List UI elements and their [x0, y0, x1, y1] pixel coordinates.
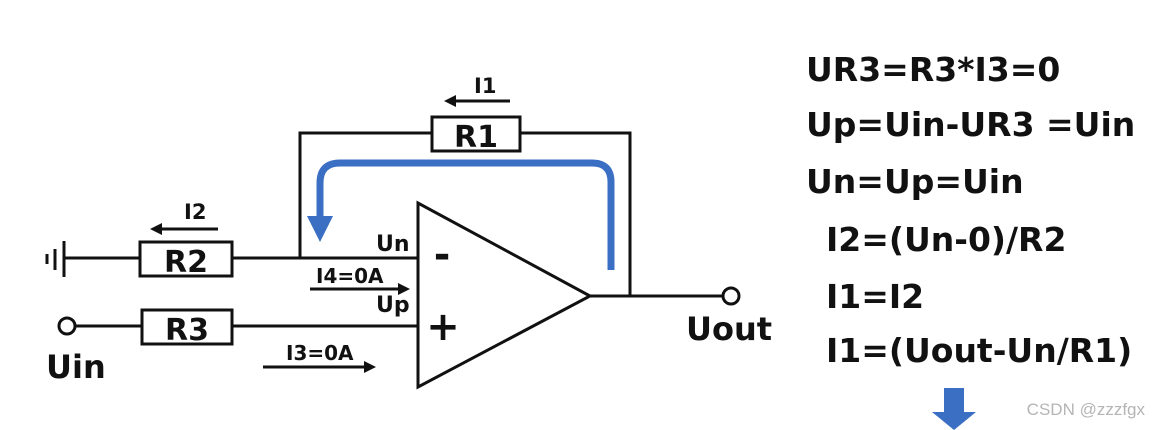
i4-arrowhead — [398, 283, 410, 295]
resistor-r3 — [140, 308, 234, 346]
equation-1: UR3=R3*I3=0 — [806, 50, 1061, 89]
equation-5: I1=I2 — [826, 277, 925, 316]
opamp-plus-sign: + — [426, 304, 460, 350]
down-arrow-icon — [932, 388, 976, 430]
ground-icon — [45, 241, 66, 277]
i1-label: I1 — [474, 74, 496, 98]
resistor-r3-label: R3 — [165, 313, 209, 348]
uout-label: Uout — [686, 310, 772, 348]
opamp-triangle — [416, 200, 594, 390]
up-label: Up — [376, 293, 410, 318]
i2-arrowhead — [150, 223, 162, 235]
uin-label: Uin — [46, 348, 106, 386]
opamp-minus-sign: - — [434, 232, 451, 278]
feedback-arrow-icon — [316, 159, 615, 270]
equation-3: Un=Up=Uin — [806, 162, 1024, 201]
watermark: CSDN @zzzfgx — [1026, 400, 1145, 419]
resistor-r2 — [138, 240, 234, 278]
feedback-arrowhead — [307, 216, 333, 242]
resistor-r1 — [430, 115, 522, 153]
input-terminal — [57, 316, 77, 336]
i3-label: I3=0A — [286, 341, 354, 365]
i3-arrowhead — [364, 361, 376, 373]
i1-arrowhead — [444, 95, 456, 107]
i2-label: I2 — [184, 200, 206, 224]
equation-6: I1=(Uout-Un/R1) — [826, 331, 1133, 370]
resistor-r1-label: R1 — [454, 120, 498, 155]
output-terminal — [721, 286, 741, 306]
equation-4: I2=(Un-0)/R2 — [826, 220, 1067, 259]
un-label: Un — [376, 232, 410, 257]
resistor-r2-label: R2 — [164, 245, 208, 280]
equation-2: Up=Uin-UR3 =Uin — [806, 105, 1136, 144]
i4-label: I4=0A — [316, 264, 384, 288]
